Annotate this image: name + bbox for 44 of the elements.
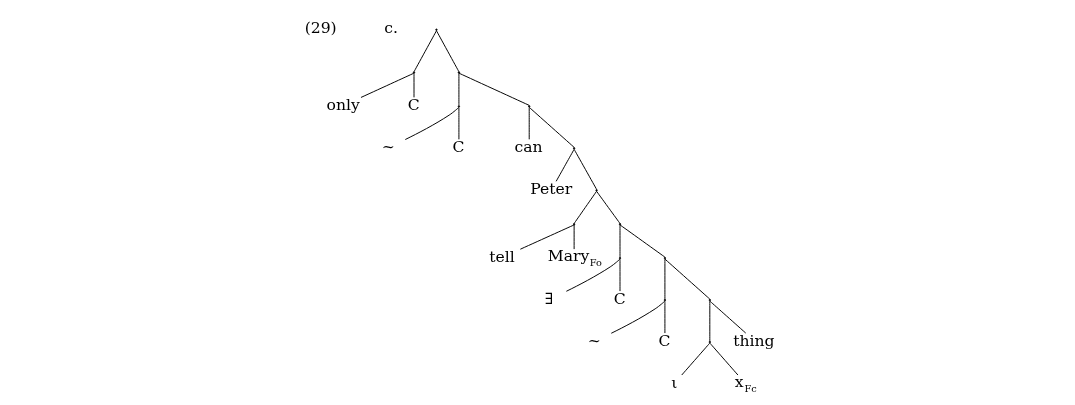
node-point xyxy=(572,147,575,150)
node-text: ι xyxy=(670,373,677,392)
connector xyxy=(708,342,738,376)
node-point xyxy=(663,298,666,302)
node-text: C xyxy=(658,331,671,350)
node-text: C xyxy=(613,289,626,308)
node-point xyxy=(457,71,460,74)
node-point xyxy=(708,340,711,344)
node-point xyxy=(457,105,460,108)
node-point xyxy=(594,189,598,192)
node-text: tell xyxy=(488,247,515,266)
node-text: Peter xyxy=(529,180,572,199)
node-point xyxy=(527,105,530,108)
connector xyxy=(457,106,459,140)
connector xyxy=(663,300,665,334)
node-point xyxy=(618,256,621,260)
node-point xyxy=(434,28,438,31)
connector xyxy=(610,300,665,334)
node-point xyxy=(663,256,666,260)
label: (29) xyxy=(304,19,337,38)
connector xyxy=(664,258,710,300)
node-text: C xyxy=(452,138,465,157)
node-text: can xyxy=(514,138,543,157)
node-point xyxy=(572,223,575,226)
connector xyxy=(404,106,459,140)
connector xyxy=(619,258,620,292)
node-point xyxy=(618,223,621,226)
node-text: thing xyxy=(732,331,775,350)
node-text: only xyxy=(326,96,360,115)
node-point xyxy=(708,298,711,302)
node-point xyxy=(412,71,415,74)
connector xyxy=(663,258,665,300)
node-text: ∃ xyxy=(544,289,553,308)
node-text: x$_{Fc}$ xyxy=(734,372,757,395)
node-text: C xyxy=(407,96,420,115)
connector xyxy=(528,106,530,140)
node-text: ~ xyxy=(587,331,601,350)
connector xyxy=(708,300,746,334)
connector xyxy=(680,342,710,376)
connector xyxy=(565,258,620,292)
label: c. xyxy=(383,19,398,38)
connector xyxy=(708,300,710,342)
node-text: ~ xyxy=(381,138,395,157)
node-text: Mary$_{Fo}$ xyxy=(547,246,602,269)
